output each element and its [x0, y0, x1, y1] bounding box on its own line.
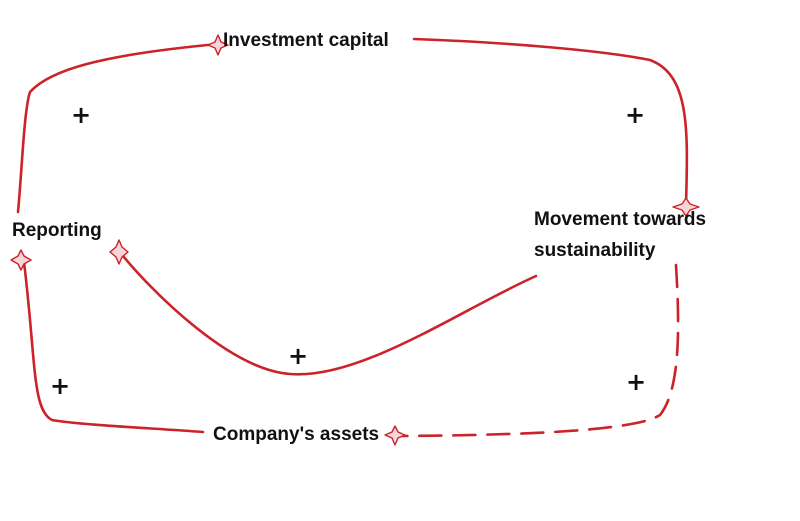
link-movement-to-company-assets [396, 263, 680, 438]
arrowheads [10, 34, 700, 446]
node-movement-towards-sustainability-line1: Movement towards [534, 209, 706, 230]
polarity-movement-to-reporting: + [288, 342, 308, 370]
link-company-assets-to-reporting [22, 260, 205, 434]
arrowhead-icon [672, 197, 700, 217]
node-reporting: Reporting [12, 220, 102, 241]
arrowhead-icon [109, 239, 129, 265]
node-movement-towards-sustainability-line2: sustainability [534, 240, 656, 261]
polarity-movement-to-company-assets: + [626, 368, 646, 396]
node-company-assets: Company's assets [213, 424, 379, 445]
arrowhead-icon [384, 425, 406, 446]
polarity-reporting-to-investment-capital: + [71, 101, 91, 129]
node-investment-capital: Investment capital [223, 30, 389, 51]
nodes: Investment capital Movement towards sust… [12, 30, 706, 445]
link-movement-to-reporting [117, 249, 538, 376]
link-investment-capital-to-movement [412, 37, 689, 207]
arrowhead-icon [207, 34, 229, 56]
polarity-investment-capital-to-movement: + [625, 101, 645, 129]
arrowhead-icon [10, 249, 32, 271]
polarity-company-assets-to-reporting: + [50, 372, 70, 400]
polarity-signs: + + + + + [50, 101, 646, 400]
links [16, 37, 689, 438]
link-reporting-to-investment-capital [16, 42, 220, 214]
